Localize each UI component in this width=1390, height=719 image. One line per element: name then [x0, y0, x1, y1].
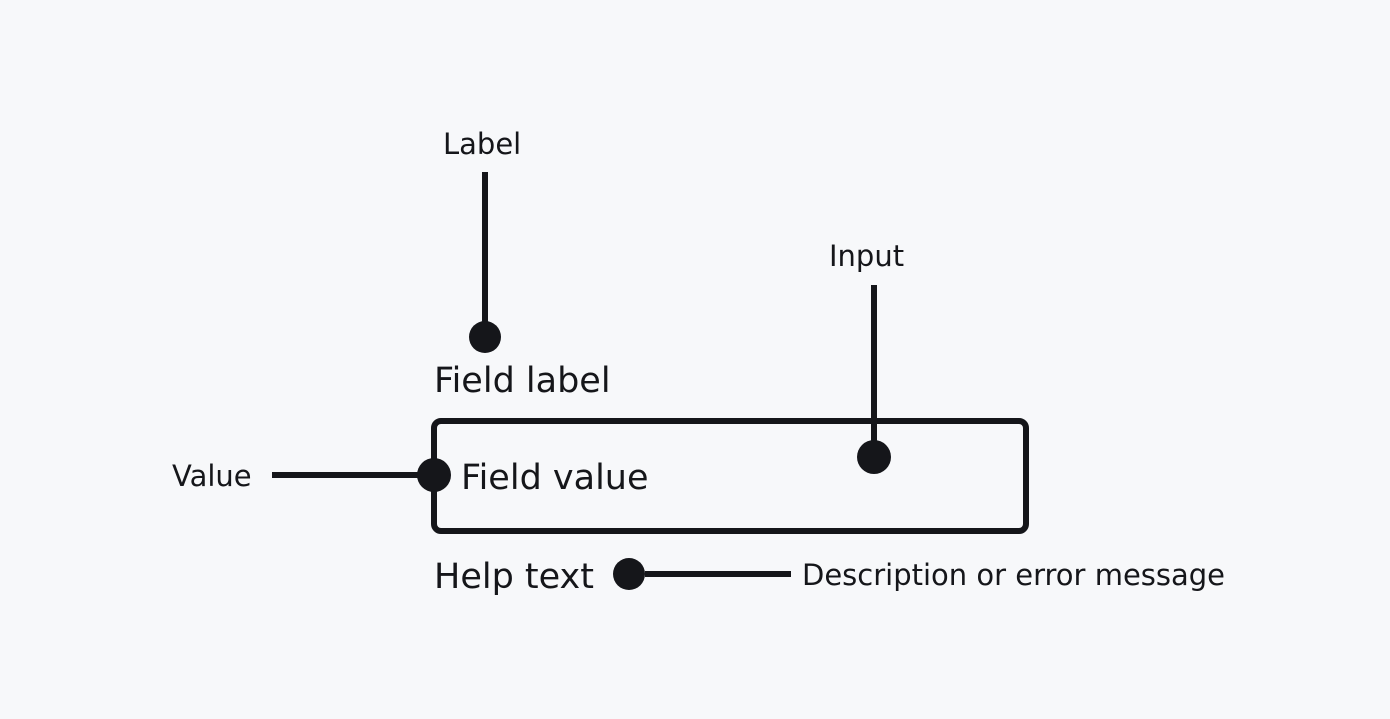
field-help-text-label: Help text	[434, 557, 594, 597]
callout-label-input: Input	[829, 239, 904, 273]
connector-dot-input	[857, 440, 891, 474]
callout-label-label: Label	[443, 127, 521, 161]
connector-dot-help-text	[613, 558, 645, 590]
field-value-text: Field value	[461, 458, 649, 498]
connector-dot-label	[469, 321, 501, 353]
callout-label-value: Value	[172, 459, 252, 493]
field-label-text: Field label	[434, 361, 611, 401]
connector-dot-value	[417, 458, 451, 492]
callout-label-description: Description or error message	[802, 558, 1225, 592]
